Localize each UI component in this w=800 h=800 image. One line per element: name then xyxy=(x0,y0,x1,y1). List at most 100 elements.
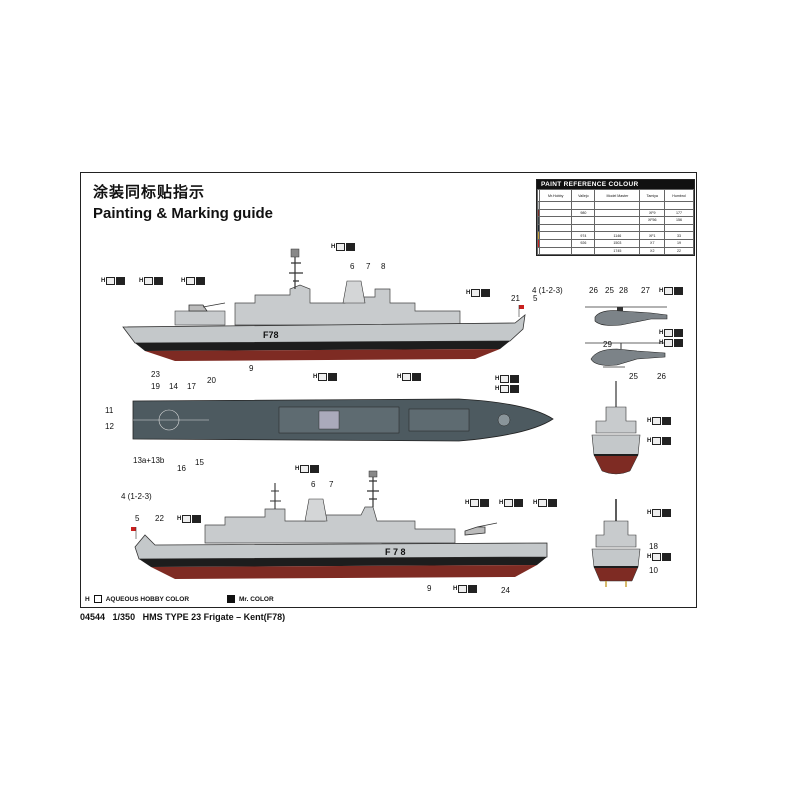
paint-table-cell xyxy=(571,201,596,210)
legend-mr-color-swatch xyxy=(227,595,236,603)
ship-profile-port: F 7 8 xyxy=(131,470,548,579)
callout-deck-13: 13a+13b xyxy=(133,456,165,465)
callout-deck-15: 15 xyxy=(195,458,204,467)
callout-heli-25a: 25 xyxy=(605,286,614,295)
paint-table-cell xyxy=(664,201,694,210)
paint-code-marker: H xyxy=(647,416,672,425)
paint-table-cell: 19 xyxy=(664,238,694,248)
callout-heli-26b: 26 xyxy=(657,372,666,381)
paint-code-marker: H xyxy=(331,242,356,251)
legend-aqueous-swatch xyxy=(93,595,102,603)
paint-code-marker: H xyxy=(465,498,490,507)
paint-table-cell: 177 xyxy=(664,208,694,218)
legend-mr-color-label: Mr. COLOR xyxy=(239,595,274,603)
helicopter-side-view xyxy=(585,342,667,368)
callout-deck-11: 11 xyxy=(105,406,114,415)
kit-name: HMS TYPE 23 Frigate – Kent(F78) xyxy=(142,612,286,622)
paint-table-cell xyxy=(538,216,573,225)
callout-deck-19: 19 xyxy=(151,382,160,391)
paint-table-cell xyxy=(639,201,666,210)
ship-profile-starboard: F78 xyxy=(122,248,526,361)
paint-table-cell: 980 xyxy=(571,208,596,218)
paint-table-column-header: Vallejo xyxy=(571,189,596,202)
paint-table-column-header: Humbrol xyxy=(664,189,694,202)
paint-table-cell xyxy=(538,238,573,248)
paint-code-marker: H xyxy=(466,288,491,297)
paint-table-cell: 926 xyxy=(571,238,596,248)
ship-bow-view xyxy=(591,381,641,475)
paint-table-cell xyxy=(538,208,573,218)
callout-bottom-5: 5 xyxy=(135,514,140,523)
paint-code-marker: H xyxy=(101,276,126,285)
paint-table-cell xyxy=(571,216,596,225)
paint-legend: H AQUEOUS HOBBY COLOR Mr. COLOR xyxy=(85,595,274,603)
deck-plan-top-view xyxy=(132,398,554,442)
callout-bottom-4: 4 (1-2-3) xyxy=(121,492,152,501)
callout-bottom-9: 9 xyxy=(427,584,432,593)
paint-table-cell: 22 xyxy=(664,246,694,256)
kit-footer: 04544 1/350 HMS TYPE 23 Frigate – Kent(F… xyxy=(80,612,285,622)
callout-heli-25b: 25 xyxy=(629,372,638,381)
title-chinese: 涂装同标贴指示 xyxy=(93,183,206,201)
paint-code-marker: H xyxy=(495,384,520,393)
paint-table-cell xyxy=(594,208,641,218)
callout-bottom-22: 22 xyxy=(155,514,164,523)
paint-code-marker: H xyxy=(453,584,478,593)
paint-table-column-header: Model Master xyxy=(594,189,641,202)
paint-table-cell: XF1 xyxy=(639,231,666,240)
legend-aqueous-label: AQUEOUS HOBBY COLOR xyxy=(105,595,190,603)
paint-table-cell: 1146 xyxy=(594,231,641,240)
hull-number-port: F 7 8 xyxy=(385,547,406,557)
paint-table-column-header: Tamiya xyxy=(639,189,666,202)
paint-code-marker: H xyxy=(397,372,422,381)
paint-table-cell: 156 xyxy=(664,216,694,225)
callout-bottom-24: 24 xyxy=(501,586,510,595)
instruction-sheet: 涂装同标贴指示 Painting & Marking guide PAINT R… xyxy=(80,172,697,608)
paint-code-marker: H xyxy=(647,508,672,517)
paint-table-cell xyxy=(594,223,641,233)
paint-table-row xyxy=(537,223,694,233)
callout-heli-29: 29 xyxy=(603,340,612,349)
callout-heli-28: 28 xyxy=(619,286,628,295)
paint-code-marker: H xyxy=(499,498,524,507)
callout-stern-18: 18 xyxy=(649,542,658,551)
paint-table-cell xyxy=(639,223,666,233)
callout-top-5: 5 xyxy=(533,294,538,303)
ship-stern-view xyxy=(591,499,641,587)
paint-table-cell xyxy=(571,223,596,233)
callout-top-4: 4 (1-2-3) xyxy=(532,286,563,295)
paint-table-cell: X2 xyxy=(639,246,666,256)
paint-table-cell xyxy=(571,246,596,256)
paint-table-cell: XF56 xyxy=(639,216,666,225)
callout-top-8: 8 xyxy=(381,262,386,271)
callout-top-6: 6 xyxy=(350,262,355,271)
paint-code-marker: H xyxy=(181,276,206,285)
callout-deck-20: 20 xyxy=(207,376,216,385)
paint-code-marker: H xyxy=(659,286,684,295)
paint-code-marker: H xyxy=(659,328,684,337)
paint-table-cell xyxy=(538,201,573,210)
paint-table-cell: XF9 xyxy=(639,208,666,218)
paint-table-cell: 1745 xyxy=(594,246,641,256)
paint-table-column-header: Mr.Hobby xyxy=(538,189,573,202)
callout-deck-12: 12 xyxy=(105,422,114,431)
paint-table-row xyxy=(537,201,694,210)
paint-code-marker: H xyxy=(647,436,672,445)
paint-table-cell xyxy=(538,231,573,240)
callout-top-9: 9 xyxy=(249,364,254,373)
paint-table-cell: 974 xyxy=(571,231,596,240)
hull-number: F78 xyxy=(263,330,279,340)
callout-top-7: 7 xyxy=(366,262,371,271)
paint-code-marker: H xyxy=(495,374,520,383)
paint-table-cell: X7 xyxy=(639,238,666,248)
legend-h-mark: H xyxy=(85,595,90,603)
callout-heli-26a: 26 xyxy=(589,286,598,295)
paint-table-cell xyxy=(664,223,694,233)
paint-table-cell xyxy=(538,246,573,256)
callout-bottom-7: 7 xyxy=(329,480,334,489)
